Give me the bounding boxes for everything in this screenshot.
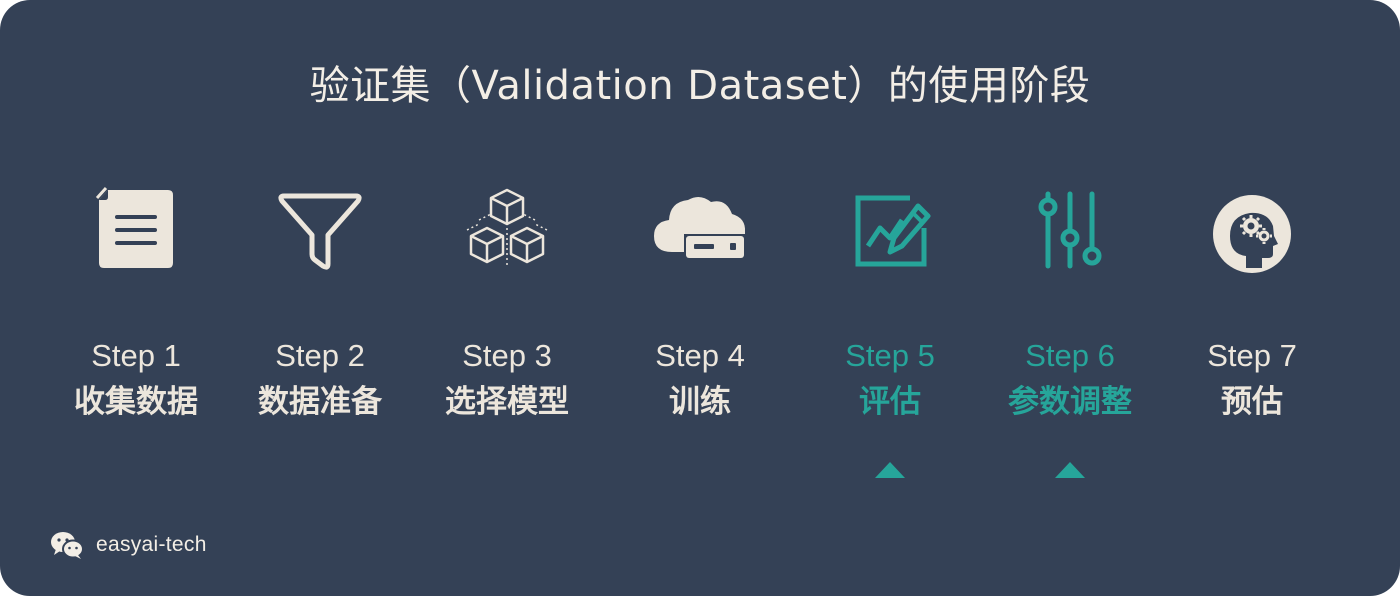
step-6: Step 6 参数调整 bbox=[980, 180, 1160, 420]
step-6-marker-triangle bbox=[1055, 462, 1085, 478]
step-number: Step 5 bbox=[845, 338, 935, 373]
step-2: Step 2 数据准备 bbox=[230, 180, 410, 420]
step-1: Step 1 收集数据 bbox=[46, 180, 226, 420]
footer-brand: easyai-tech bbox=[50, 528, 207, 562]
cubes-model-icon bbox=[466, 188, 548, 266]
step-label: 收集数据 bbox=[74, 384, 198, 420]
sliders-icon bbox=[1038, 191, 1102, 269]
step-number: Step 2 bbox=[275, 338, 365, 373]
step-label: 数据准备 bbox=[258, 384, 382, 420]
step-label: 预估 bbox=[1221, 384, 1283, 420]
step-number: Step 6 bbox=[1025, 338, 1115, 373]
document-icon bbox=[95, 186, 173, 268]
step-label: 评估 bbox=[859, 384, 921, 420]
step-label: 选择模型 bbox=[445, 384, 569, 420]
step-5-marker-triangle bbox=[875, 462, 905, 478]
funnel-filter-icon bbox=[278, 193, 362, 270]
step-label: 参数调整 bbox=[1008, 384, 1132, 420]
step-3: Step 3 选择模型 bbox=[417, 180, 597, 420]
step-label: 训练 bbox=[669, 384, 731, 420]
step-number: Step 7 bbox=[1207, 338, 1297, 373]
chart-edit-icon bbox=[855, 195, 931, 267]
step-5: Step 5 评估 bbox=[800, 180, 980, 420]
step-7: Step 7 预估 bbox=[1162, 180, 1342, 420]
step-number: Step 4 bbox=[655, 338, 745, 373]
step-number: Step 1 bbox=[91, 338, 181, 373]
step-4: Step 4 训练 bbox=[610, 180, 790, 420]
head-gears-icon bbox=[1213, 195, 1291, 273]
cloud-server-icon bbox=[654, 196, 746, 258]
step-number: Step 3 bbox=[462, 338, 552, 373]
wechat-icon bbox=[51, 532, 84, 559]
page-title: 验证集（Validation Dataset）的使用阶段 bbox=[309, 63, 1091, 109]
brand-handle: easyai-tech bbox=[96, 533, 207, 556]
